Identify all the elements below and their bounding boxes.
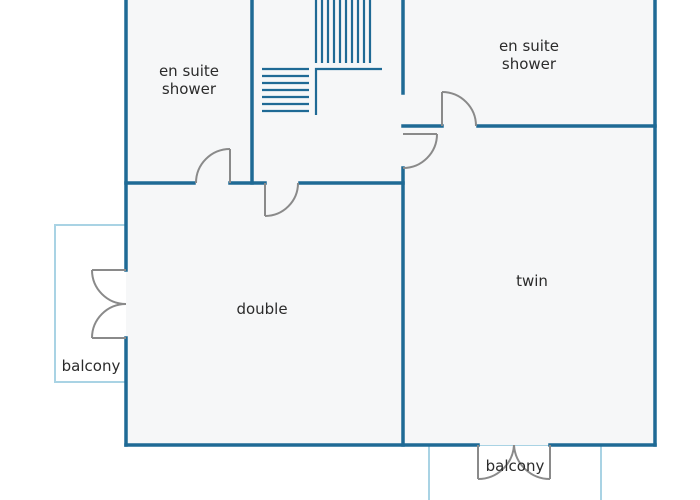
label-double: double [202,300,322,318]
label-ensuite-right: en suite shower [469,37,589,73]
door-ensuite-left[interactable] [195,148,231,184]
door-double-room[interactable] [264,182,299,217]
twin-room [403,126,655,445]
door-balcony-bottom[interactable] [477,444,551,481]
label-ensuite-left-line1: en suite [158,62,220,80]
door-ensuite-right[interactable] [441,91,477,127]
door-twin-room[interactable] [402,133,438,169]
label-double-text: double [236,300,288,318]
staircase [262,0,382,115]
doors [91,91,551,481]
label-balcony-left: balcony [55,357,127,375]
door-balcony-left[interactable] [91,269,127,339]
label-ensuite-right-line2: shower [501,55,557,73]
label-balcony-bottom-text: balcony [485,457,545,475]
walls [124,0,657,447]
label-twin-text: twin [516,272,548,290]
label-twin: twin [472,272,592,290]
label-ensuite-left: en suite shower [129,62,249,98]
label-balcony-left-text: balcony [61,357,121,375]
double-room [126,183,403,445]
label-ensuite-right-line1: en suite [498,37,560,55]
label-balcony-bottom: balcony [455,457,575,475]
ensuite-right-room [403,0,655,126]
label-ensuite-left-line2: shower [161,80,217,98]
balcony-left-area [54,224,128,383]
